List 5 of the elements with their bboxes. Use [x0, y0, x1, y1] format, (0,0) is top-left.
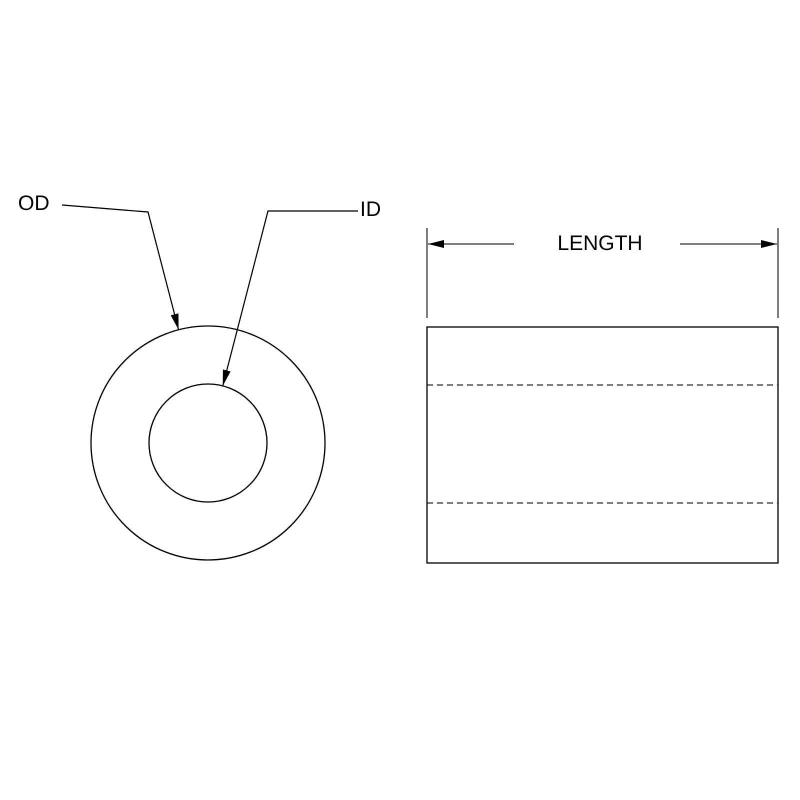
id-label: ID	[360, 198, 390, 222]
leader-line	[62, 204, 180, 330]
od-label: OD	[18, 192, 60, 216]
dimension-label: LENGTH	[556, 232, 644, 256]
leader-line	[222, 210, 358, 386]
